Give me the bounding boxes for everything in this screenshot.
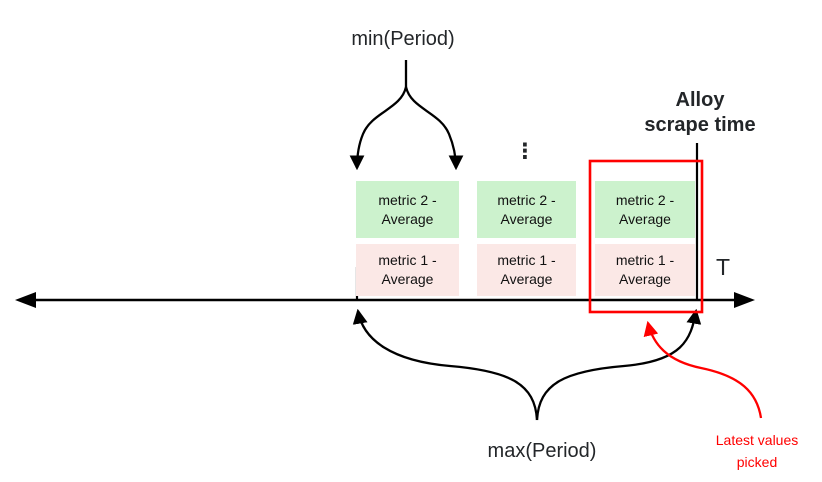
min-period-fork-left-arrow: [349, 86, 408, 171]
metric1-average-box: metric 1 - Average: [356, 244, 459, 296]
metric2-average-box: metric 2 - Average: [477, 181, 576, 238]
metric-group-3: metric 2 - Average metric 1 - Average: [595, 181, 695, 296]
metric-group-2: metric 2 - Average metric 1 - Average: [477, 181, 576, 296]
latest-values-picked-label: Latest values picked: [715, 432, 799, 470]
metric2-average-box: metric 2 - Average: [595, 181, 695, 238]
max-period-label: max(Period): [487, 440, 597, 462]
min-period-fork-right-arrow: [404, 86, 464, 171]
latest-values-highlight-rect: [588, 159, 704, 314]
alloy-scrape-time-label: Alloy scrape time: [644, 89, 756, 136]
latest-values-arrow: [643, 320, 763, 419]
max-period-brace-left-arrow: [352, 308, 539, 421]
ellipsis-more-scrapes: ⋮: [514, 140, 536, 163]
metric-group-1: metric 2 - Average metric 1 - Average: [356, 181, 459, 296]
min-period-label: min(Period): [351, 28, 455, 50]
time-axis-right-arrow-icon: [734, 292, 755, 308]
metric2-average-box: metric 2 - Average: [356, 181, 459, 238]
time-axis-left-arrow-icon: [15, 292, 36, 308]
metric1-average-box: metric 1 - Average: [595, 244, 695, 296]
time-axis-t-label: T: [715, 254, 731, 280]
metric1-average-box: metric 1 - Average: [477, 244, 576, 296]
max-period-brace-right-arrow: [535, 308, 702, 421]
